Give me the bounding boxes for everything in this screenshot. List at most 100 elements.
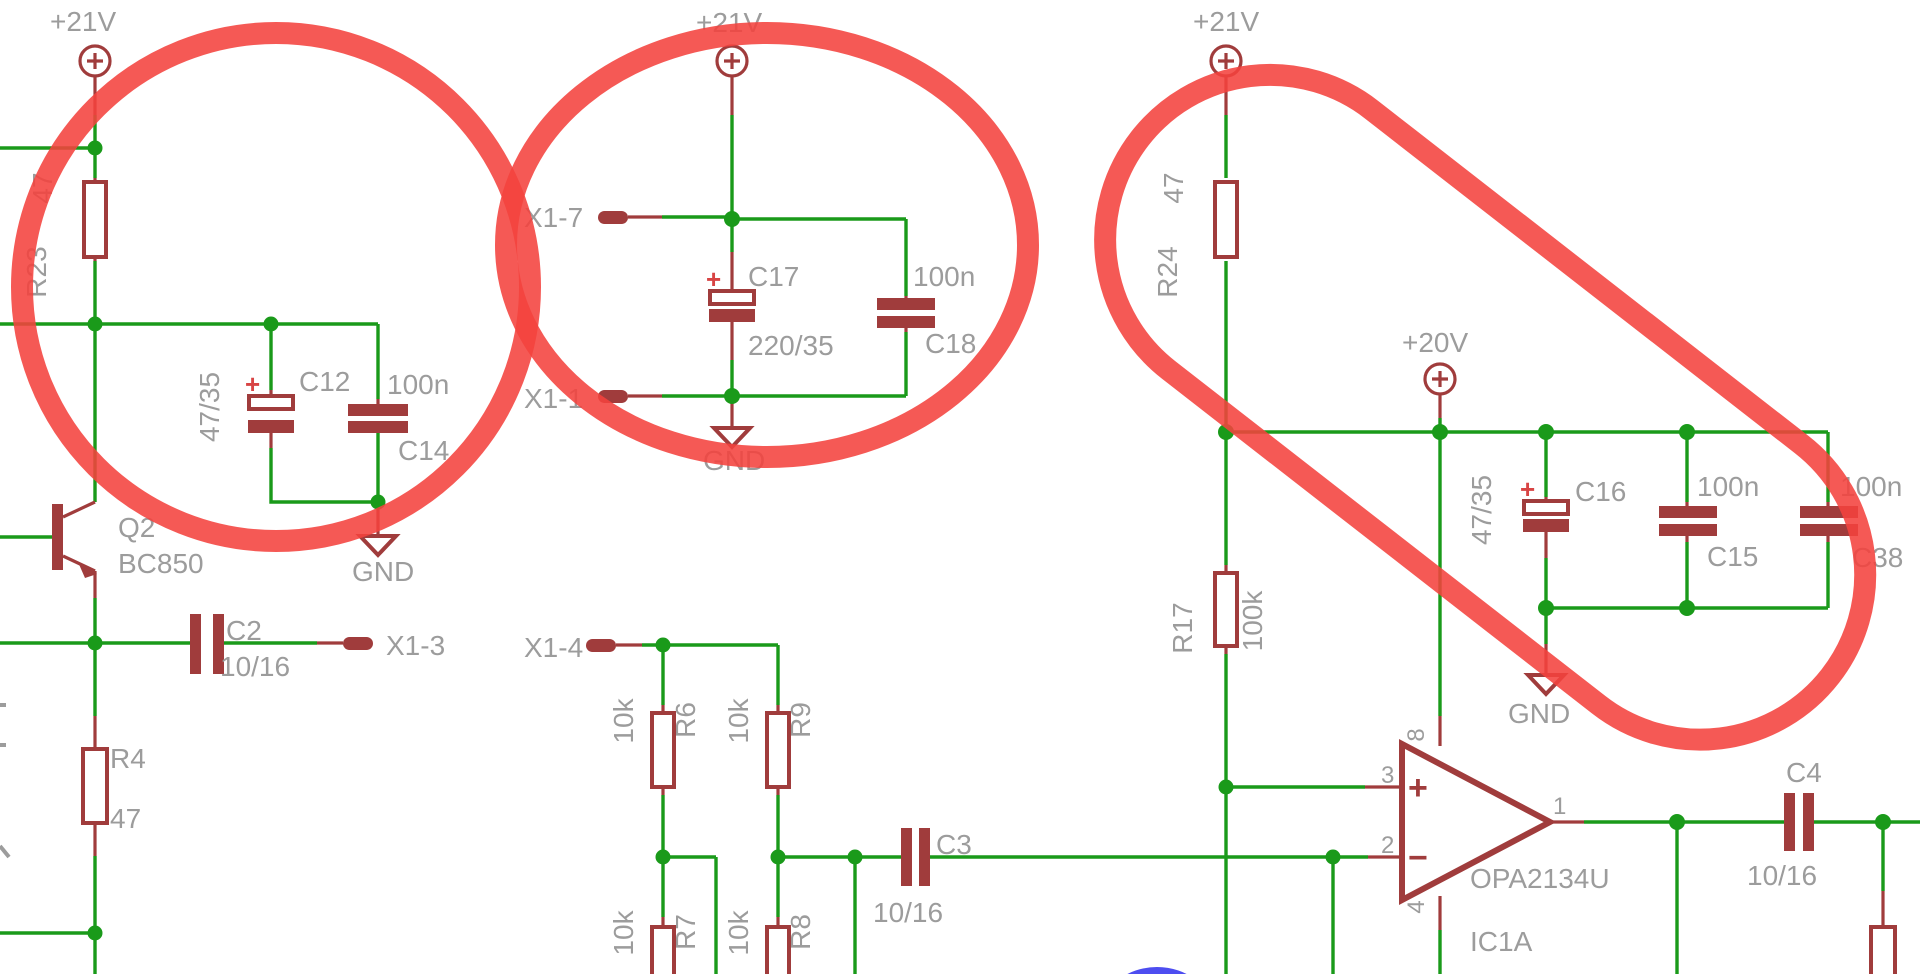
cap-c14-plate-top bbox=[348, 404, 408, 416]
r4-name: R4 bbox=[110, 743, 146, 774]
r8-value: 10k bbox=[723, 909, 754, 955]
ic1-name: IC1A bbox=[1470, 926, 1533, 957]
cap-c16-plate-top bbox=[1522, 499, 1570, 516]
transistor-q2 bbox=[52, 504, 97, 578]
wire-bottom-cluster bbox=[642, 643, 1920, 974]
resistor-r6 bbox=[650, 711, 676, 789]
cap-c17-plate-top bbox=[708, 289, 756, 306]
r6-name: R6 bbox=[670, 702, 701, 738]
gnd-right-label: GND bbox=[1508, 698, 1570, 729]
opamp-triangle bbox=[1399, 739, 1557, 905]
r7-value: 10k bbox=[608, 909, 639, 955]
cap-c38-plate-bot bbox=[1800, 524, 1858, 536]
c4-value: 10/16 bbox=[1747, 860, 1817, 891]
c15-name: C15 bbox=[1707, 541, 1758, 572]
r24-name: R24 bbox=[1152, 246, 1183, 297]
c17-polarity-plus: + bbox=[706, 264, 721, 294]
ic1-pin3: 3 bbox=[1381, 762, 1394, 789]
junction-dots bbox=[87, 140, 1891, 941]
capacitors bbox=[190, 289, 1858, 886]
r9-value: 10k bbox=[723, 697, 754, 743]
c16-value: 47/35 bbox=[1466, 475, 1497, 545]
ic1-pin8: 8 bbox=[1403, 728, 1430, 741]
ic1-pin4: 4 bbox=[1403, 900, 1430, 913]
r8-name: R8 bbox=[785, 914, 816, 950]
resistors bbox=[81, 180, 1897, 974]
ic1-value: OPA2134U bbox=[1470, 863, 1610, 894]
labels: +21V +21V +21V +20V GND GND GND 47 R23 4… bbox=[21, 6, 1903, 957]
c3-name: C3 bbox=[936, 829, 972, 860]
cap-c18-plate-top bbox=[877, 298, 935, 310]
cap-c15-plate-bot bbox=[1659, 524, 1717, 536]
resistor-bottom-right bbox=[1869, 925, 1897, 974]
c14-name: C14 bbox=[398, 435, 449, 466]
supply-21v-mid-icon bbox=[715, 44, 749, 78]
cap-c4-plate-right bbox=[1803, 793, 1814, 851]
x14-label: X1-4 bbox=[524, 632, 583, 663]
pin-x1-7 bbox=[598, 211, 628, 224]
cap-c14-plate-bot bbox=[348, 421, 408, 433]
left-edge-fragments bbox=[0, 703, 11, 859]
c3-value: 10/16 bbox=[873, 897, 943, 928]
r17-name: R17 bbox=[1167, 602, 1198, 653]
cap-c16-plate-bot bbox=[1523, 519, 1569, 532]
cap-c17-plate-bot bbox=[709, 309, 755, 322]
supply-21v-left-icon bbox=[78, 44, 112, 78]
wire-mid-cluster bbox=[662, 115, 908, 398]
supply-20v-icon bbox=[1423, 362, 1457, 396]
cap-c2-plate-left bbox=[190, 614, 201, 674]
opamp-plus-sign: + bbox=[1408, 769, 1428, 807]
gnd-left-label: GND bbox=[352, 556, 414, 587]
red-circle-left bbox=[11, 22, 541, 552]
cap-c2-plate-right bbox=[213, 614, 224, 674]
net-wires bbox=[0, 115, 1920, 974]
opamp-minus-sign: − bbox=[1408, 839, 1428, 877]
resistor-r17 bbox=[1213, 571, 1239, 648]
resistor-r23 bbox=[82, 180, 108, 259]
supply-21v-right-label: +21V bbox=[1193, 6, 1259, 37]
q2-base-bar bbox=[52, 504, 63, 570]
cap-c12-plate-bot bbox=[248, 420, 294, 433]
gnd-left-icon bbox=[355, 534, 401, 558]
ic1-pin2: 2 bbox=[1381, 832, 1394, 859]
cap-c18-plate-bot bbox=[877, 316, 935, 328]
c2-value: 10/16 bbox=[220, 651, 290, 682]
c2-name: C2 bbox=[226, 615, 262, 646]
ic1-pin1: 1 bbox=[1553, 793, 1566, 820]
r17-value: 100k bbox=[1237, 590, 1268, 652]
red-capsule-right bbox=[1094, 63, 1877, 751]
red-circle-middle bbox=[495, 22, 1039, 468]
r6-value: 10k bbox=[608, 697, 639, 743]
resistor-r4 bbox=[81, 747, 109, 825]
c12-name: C12 bbox=[299, 366, 350, 397]
c12-value: 47/35 bbox=[194, 372, 225, 442]
c15-value: 100n bbox=[1697, 471, 1759, 502]
cap-c4-plate-left bbox=[1784, 793, 1795, 851]
q2-emitter-arrow bbox=[78, 562, 97, 578]
r24-value: 47 bbox=[1158, 172, 1189, 203]
pin-x1-4 bbox=[586, 639, 616, 652]
cap-c3-plate-right bbox=[919, 828, 930, 886]
supply-20v-label: +20V bbox=[1402, 327, 1468, 358]
cap-c12-plate-top bbox=[247, 394, 295, 411]
r4-value: 47 bbox=[110, 803, 141, 834]
cap-c3-plate-left bbox=[901, 828, 912, 886]
r9-name: R9 bbox=[785, 702, 816, 738]
c14-value: 100n bbox=[387, 369, 449, 400]
resistor-r7 bbox=[650, 925, 676, 974]
c18-value: 100n bbox=[913, 261, 975, 292]
resistor-r9 bbox=[765, 711, 791, 789]
c17-value: 220/35 bbox=[748, 330, 834, 361]
resistor-r8 bbox=[765, 925, 791, 974]
resistor-r24 bbox=[1213, 180, 1239, 259]
c17-name: C17 bbox=[748, 261, 799, 292]
x13-label: X1-3 bbox=[386, 630, 445, 661]
r7-name: R7 bbox=[670, 914, 701, 950]
c16-name: C16 bbox=[1575, 476, 1626, 507]
pin-x1-3 bbox=[343, 637, 373, 650]
c18-name: C18 bbox=[925, 328, 976, 359]
q2-value: BC850 bbox=[118, 548, 204, 579]
cap-c15-plate-top bbox=[1659, 506, 1717, 518]
